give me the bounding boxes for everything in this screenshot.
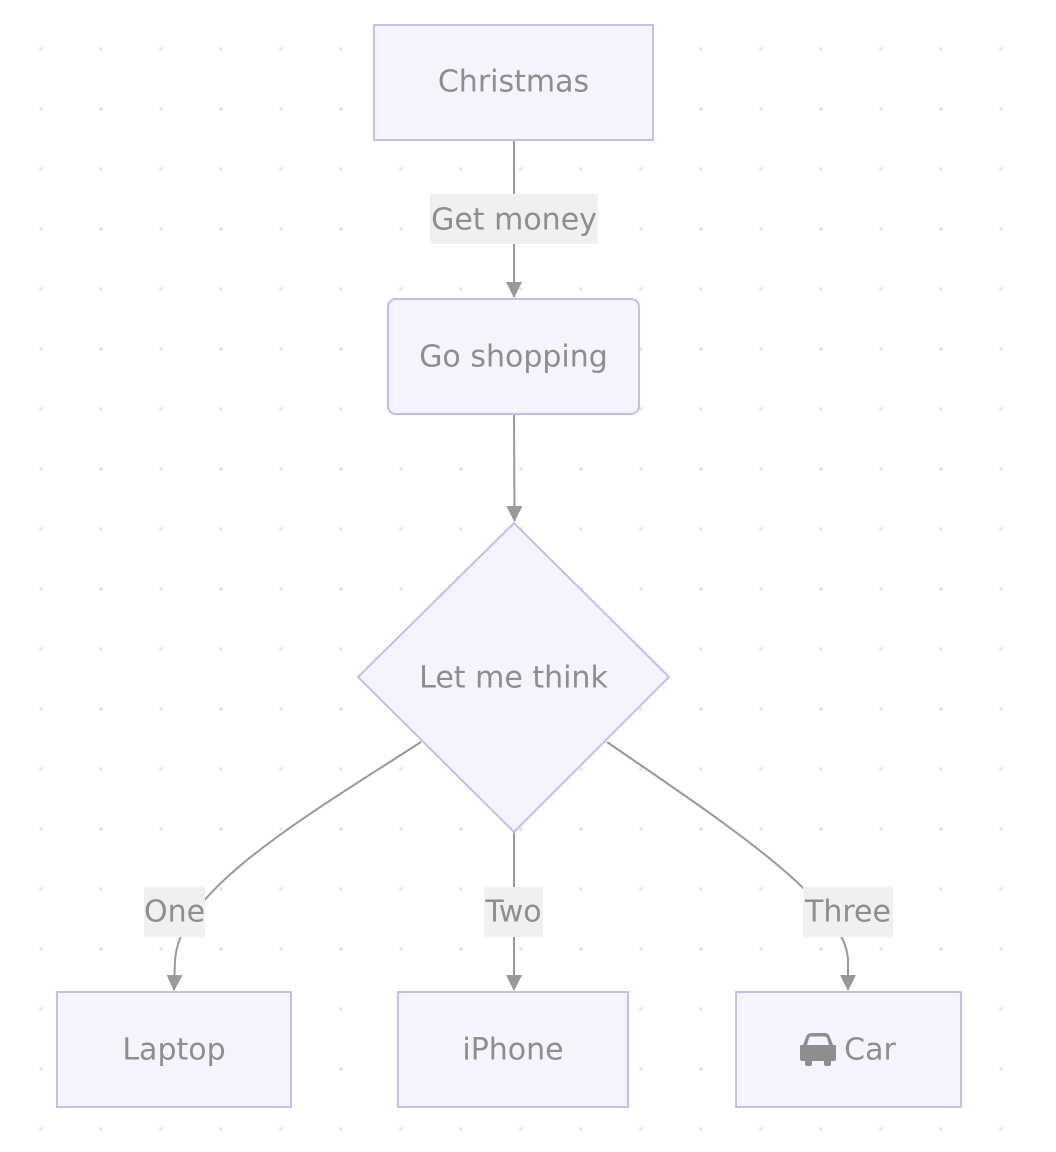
node-shape [735, 991, 962, 1108]
node-shape [56, 991, 292, 1108]
edge-label-one: One [144, 887, 205, 937]
node-christmas[interactable]: Christmas [373, 24, 654, 141]
edge-label-background [144, 887, 205, 937]
edge-label-two: Two [484, 887, 543, 937]
edge-label-text: Two [484, 895, 541, 930]
edge-label-three: Three [803, 887, 893, 937]
node-shape [397, 991, 629, 1108]
edges [166, 141, 856, 991]
node-let-me-think[interactable]: Let me think [356, 521, 671, 834]
car-icon [800, 1033, 836, 1066]
node-shape [387, 298, 640, 415]
node-label: Car [844, 1033, 896, 1068]
node-shape [373, 24, 654, 141]
node-label: Let me think [419, 661, 608, 696]
node-shape-diamond [356, 521, 671, 834]
node-iphone[interactable]: iPhone [397, 991, 629, 1108]
node-label: Christmas [438, 65, 589, 100]
node-laptop[interactable]: Laptop [56, 991, 292, 1108]
node-label: iPhone [462, 1033, 563, 1068]
nodes: Christmas Go shopping Let me think Lapto… [56, 24, 962, 1108]
edge-label-text: Get money [431, 203, 597, 238]
edge-label-background [484, 887, 543, 937]
edge-label-text: Three [804, 895, 891, 930]
edge-label-text: One [144, 895, 205, 930]
edge-decision-to-laptop [166, 741, 422, 991]
edge-labels: Get money One Two Three [144, 194, 893, 937]
edge-label-get-money: Get money [430, 194, 598, 244]
node-label: Go shopping [419, 340, 608, 375]
edge-decision-to-car [606, 741, 856, 991]
edge-shopping-to-decision [506, 414, 523, 522]
edge-label-background [430, 194, 598, 244]
node-go-shopping[interactable]: Go shopping [387, 298, 640, 415]
node-car[interactable]: Car [735, 991, 962, 1108]
node-label: Laptop [122, 1033, 225, 1068]
edge-label-background [803, 887, 893, 937]
